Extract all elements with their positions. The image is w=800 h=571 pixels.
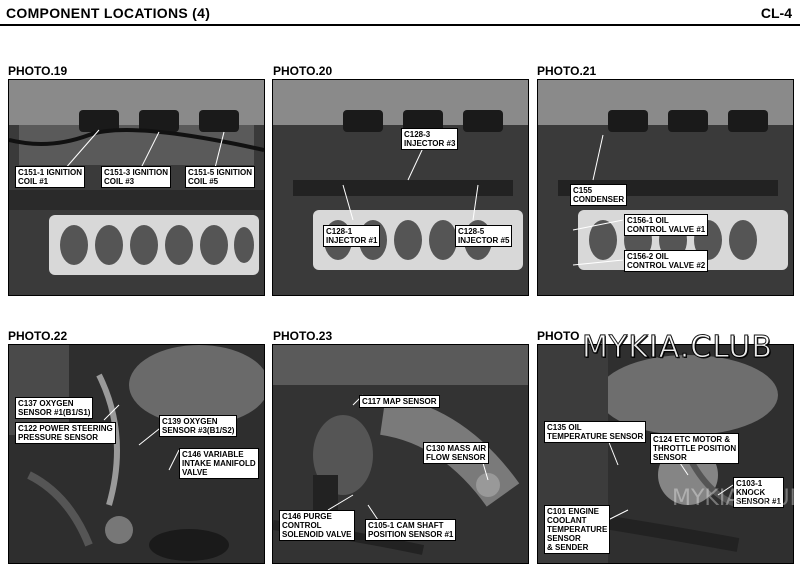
callout-c128-5: C128-5 INJECTOR #5 bbox=[455, 225, 513, 247]
photo-19-label: PHOTO.19 bbox=[8, 64, 68, 78]
callout-c128-1: C128-1 INJECTOR #1 bbox=[323, 225, 381, 247]
photo-19-image: C151-1 IGNITION COIL #1 C151-3 IGNITION … bbox=[8, 79, 265, 296]
callout-c101: C101 ENGINE COOLANT TEMPERATURE SENSOR &… bbox=[544, 505, 611, 554]
photo-23-label: PHOTO.23 bbox=[273, 329, 333, 343]
callout-c103-1: C103-1 KNOCK SENSOR #1 bbox=[733, 477, 784, 508]
callout-c124: C124 ETC MOTOR & THROTTLE POSITION SENSO… bbox=[650, 433, 740, 464]
page-number: CL-4 bbox=[760, 5, 792, 21]
callout-c117: C117 MAP SENSOR bbox=[359, 395, 440, 408]
callout-c128-3: C128-3 INJECTOR #3 bbox=[401, 128, 459, 150]
photo-22-image: C137 OXYGEN SENSOR #1(B1/S1) C122 POWER … bbox=[8, 344, 265, 564]
page-header: COMPONENT LOCATIONS (4) CL-4 bbox=[0, 0, 800, 26]
page-title: COMPONENT LOCATIONS (4) bbox=[6, 5, 211, 21]
callout-c151-1: C151-1 IGNITION COIL #1 bbox=[15, 166, 86, 188]
callout-c139: C139 OXYGEN SENSOR #3(B1/S2) bbox=[159, 415, 238, 437]
photo-21-label: PHOTO.21 bbox=[537, 64, 597, 78]
callout-c155: C155 CONDENSER bbox=[570, 184, 628, 206]
callout-c135: C135 OIL TEMPERATURE SENSOR bbox=[544, 421, 647, 443]
callout-c105-1: C105-1 CAM SHAFT POSITION SENSOR #1 bbox=[365, 519, 457, 541]
header-divider bbox=[0, 24, 800, 26]
photo-24-label: PHOTO bbox=[537, 329, 580, 343]
photo-24-image: C135 OIL TEMPERATURE SENSOR C124 ETC MOT… bbox=[537, 344, 794, 564]
callout-c137: C137 OXYGEN SENSOR #1(B1/S1) bbox=[15, 397, 94, 419]
callout-c151-5: C151-5 IGNITION COIL #5 bbox=[185, 166, 256, 188]
injector-illustration bbox=[273, 80, 528, 295]
callout-c130: C130 MASS AIR FLOW SENSOR bbox=[423, 442, 490, 464]
photo-21-image: C155 CONDENSER C156-1 OIL CONTROL VALVE … bbox=[537, 79, 794, 296]
watermark: MYKIA.CLUB bbox=[582, 330, 773, 366]
photo-20-image: C128-3 INJECTOR #3 C128-1 INJECTOR #1 C1… bbox=[272, 79, 529, 296]
callout-c156-2: C156-2 OIL CONTROL VALVE #2 bbox=[624, 250, 709, 272]
photo-20-label: PHOTO.20 bbox=[273, 64, 333, 78]
callout-c151-3: C151-3 IGNITION COIL #3 bbox=[101, 166, 172, 188]
watermark-faint: MYKIA.CLUB bbox=[672, 486, 800, 511]
callout-c122: C122 POWER STEERING PRESSURE SENSOR bbox=[15, 422, 116, 444]
photo-23-image: C117 MAP SENSOR C130 MASS AIR FLOW SENSO… bbox=[272, 344, 529, 564]
callout-c146-purge: C146 PURGE CONTROL SOLENOID VALVE bbox=[279, 510, 355, 541]
callout-c146-variable: C146 VARIABLE INTAKE MANIFOLD VALVE bbox=[179, 448, 259, 479]
callout-c156-1: C156-1 OIL CONTROL VALVE #1 bbox=[624, 214, 709, 236]
photo-22-label: PHOTO.22 bbox=[8, 329, 68, 343]
